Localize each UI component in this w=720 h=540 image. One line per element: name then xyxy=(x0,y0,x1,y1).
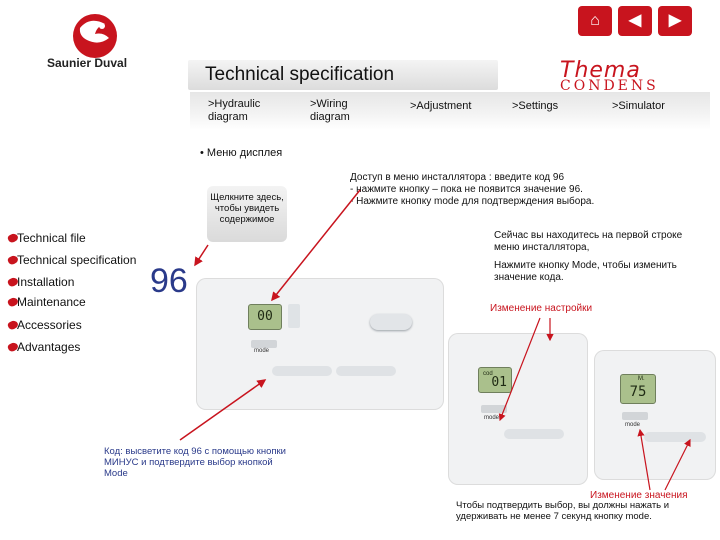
nav-settings[interactable]: >Settings xyxy=(512,100,559,112)
change-setting-label: Изменение настройки xyxy=(490,303,593,314)
nav-adjustment[interactable]: >Adjustment xyxy=(410,100,472,112)
mode-button[interactable] xyxy=(251,340,277,348)
mode-button-second[interactable] xyxy=(481,405,507,413)
mode-button-label: mode xyxy=(254,348,270,354)
change-value-label: Изменение значения xyxy=(590,490,688,501)
minus-plus-button-left[interactable] xyxy=(272,366,332,376)
back-icon[interactable]: ◀ xyxy=(618,6,652,36)
subnav-bar xyxy=(190,92,710,130)
minus-button-second[interactable] xyxy=(504,429,564,439)
click-here-callout[interactable]: Щелкните здесь, чтобы увидеть содержимое xyxy=(207,186,287,242)
page-title: Technical specification xyxy=(205,64,395,85)
menu-advantages[interactable]: Advantages xyxy=(17,340,81,354)
mode-label-third: mode xyxy=(625,422,641,428)
nav-wiring-diagram[interactable]: >Wiring diagram xyxy=(310,98,350,123)
lcd-display-third: 75 xyxy=(620,374,656,404)
menu-accessories[interactable]: Accessories xyxy=(17,318,82,332)
lcd-display: 00 xyxy=(248,304,282,330)
menu-technical-specification[interactable]: Technical specification xyxy=(17,253,137,267)
instruction-press-mode: Нажмите кнопку Mode, чтобы изменить знач… xyxy=(494,260,677,283)
menu-installation[interactable]: Installation xyxy=(17,275,75,289)
menu-technical-file[interactable]: Technical file xyxy=(17,231,86,245)
instruction-top: Доступ в меню инсталлятора : введите код… xyxy=(350,172,595,207)
code-note: Код: высветите код 96 с помощью кнопки М… xyxy=(104,446,286,479)
lcd-small-label-second: cod xyxy=(483,371,493,377)
display-value: 96 xyxy=(150,262,188,300)
plus-button-third[interactable] xyxy=(644,432,706,442)
forward-icon[interactable]: ▶ xyxy=(658,6,692,36)
brand-name: Saunier Duval xyxy=(47,56,128,70)
minus-plus-button-right[interactable] xyxy=(336,366,396,376)
product-name: Thema xyxy=(560,58,641,83)
boiler-panel-third: 75 M. mode xyxy=(594,350,716,480)
lcd-small-label-third: M. xyxy=(638,376,645,382)
product-subname: CONDENS xyxy=(560,78,659,94)
rocker-button-right[interactable] xyxy=(370,314,412,330)
title-bar xyxy=(188,60,498,90)
home-icon[interactable]: ⌂ xyxy=(578,6,612,36)
instruction-first-line: Сейчас вы находитесь на первой строке ме… xyxy=(494,230,683,253)
saunier-duval-logo xyxy=(73,14,117,58)
arrow-callout xyxy=(194,244,209,267)
menu-maintenance[interactable]: Maintenance xyxy=(17,295,86,309)
confirm-instruction: Чтобы подтвердить выбор, вы должны нажат… xyxy=(456,500,670,522)
nav-simulator[interactable]: >Simulator xyxy=(612,100,665,112)
section-label: • Меню дисплея xyxy=(200,147,283,159)
boiler-panel-second: 01 cod mode xyxy=(448,333,588,485)
boiler-panel-main: 00 mode xyxy=(196,278,444,410)
mode-button-third[interactable] xyxy=(622,412,648,420)
lcd-icons xyxy=(288,304,300,328)
nav-hydraulic-diagram[interactable]: >Hydraulic diagram xyxy=(208,98,261,123)
mode-label-second: mode xyxy=(484,415,500,421)
